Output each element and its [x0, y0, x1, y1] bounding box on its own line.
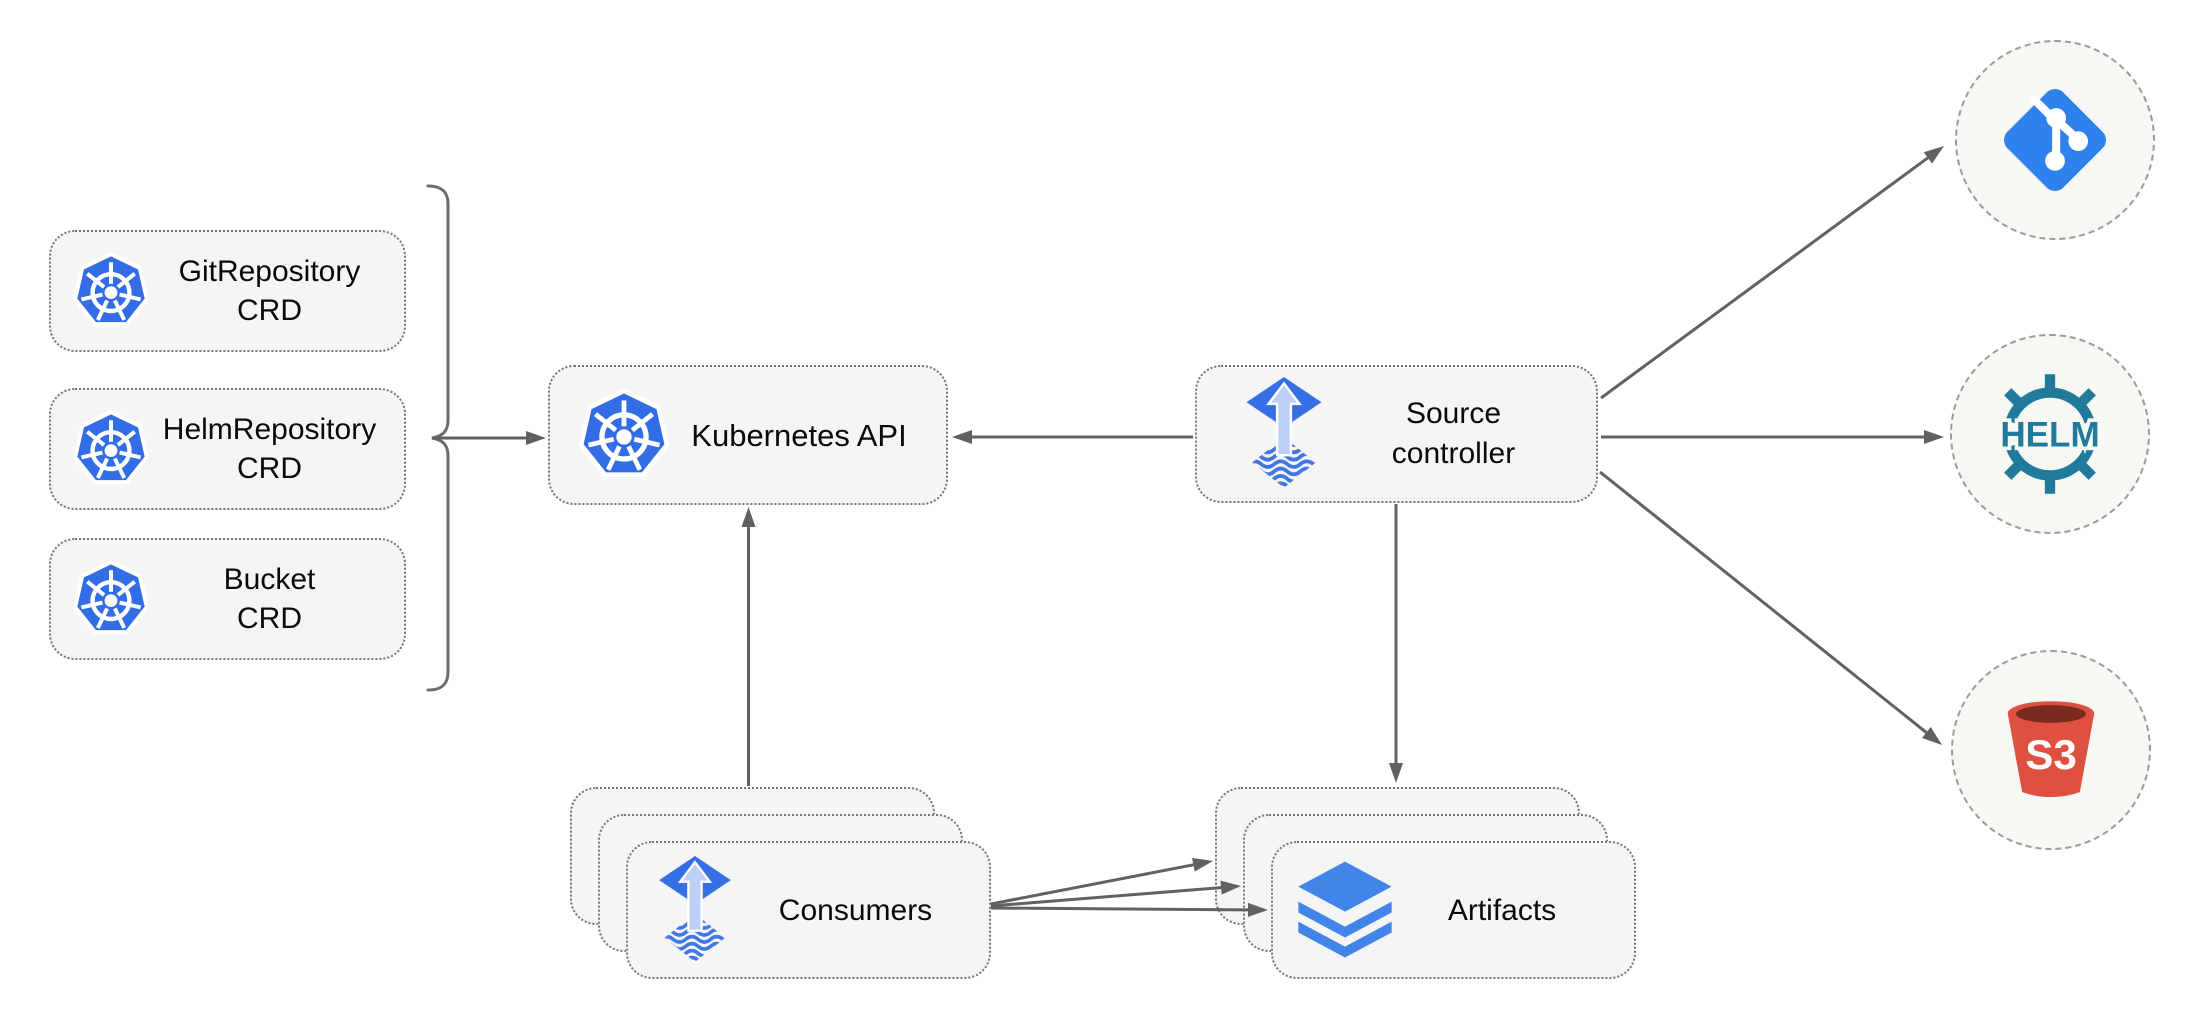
kubernetes-icon	[71, 559, 151, 639]
endpoint-git	[1955, 40, 2155, 240]
node-label: Source controller	[1391, 397, 1516, 470]
helm-icon: HELM	[1997, 374, 2103, 494]
node-bucket-crd: Bucket CRD	[49, 538, 406, 660]
kubernetes-icon	[71, 251, 151, 331]
kubernetes-icon	[71, 409, 151, 489]
node-label: GitRepository CRD	[178, 255, 361, 327]
arrow-crd-group-bracket-to-kubernetes-api	[432, 431, 546, 445]
node-gitrepository-crd: GitRepository CRD	[49, 230, 406, 352]
kubernetes-icon	[576, 387, 672, 483]
arrow-source-controller-to-s3-endpoint	[1599, 470, 1942, 745]
arrow-source-controller-to-helm-endpoint	[1601, 430, 1944, 444]
node-label: HelmRepository CRD	[162, 413, 377, 485]
s3-logo-text: S3	[2025, 731, 2077, 778]
helm-logo-text: HELM	[2000, 415, 2099, 454]
arrow-source-controller-to-artifacts	[1389, 504, 1403, 783]
node-source-controller: Source controller	[1195, 365, 1598, 503]
arrow-consumers-to-kubernetes-api	[741, 507, 756, 786]
s3-bucket-icon: S3	[2007, 701, 2095, 798]
node-label: Kubernetes API	[691, 417, 907, 453]
node-label: Bucket CRD	[223, 563, 316, 635]
arrow-source-controller-to-kubernetes-api	[952, 430, 1193, 444]
flux-icon	[656, 856, 734, 965]
node-artifacts: Artifacts	[1271, 841, 1636, 979]
endpoint-s3: S3	[1951, 650, 2151, 850]
git-icon	[1997, 82, 2113, 198]
node-consumers: Consumers	[626, 841, 991, 979]
arrow-source-controller-to-git-endpoint	[1600, 146, 1944, 400]
layers-icon	[1295, 860, 1395, 960]
node-label: Consumers	[778, 893, 933, 927]
flux-icon	[1243, 377, 1325, 491]
arrow-consumers-to-artifacts-back	[990, 857, 1213, 906]
arrow-consumers-to-artifacts-middle	[990, 880, 1241, 908]
node-label: Artifacts	[1447, 893, 1557, 927]
endpoint-helm: HELM	[1950, 334, 2150, 534]
node-helmrepository-crd: HelmRepository CRD	[49, 388, 406, 510]
crd-group-bracket	[426, 184, 450, 692]
node-kubernetes-api: Kubernetes API	[548, 365, 948, 505]
